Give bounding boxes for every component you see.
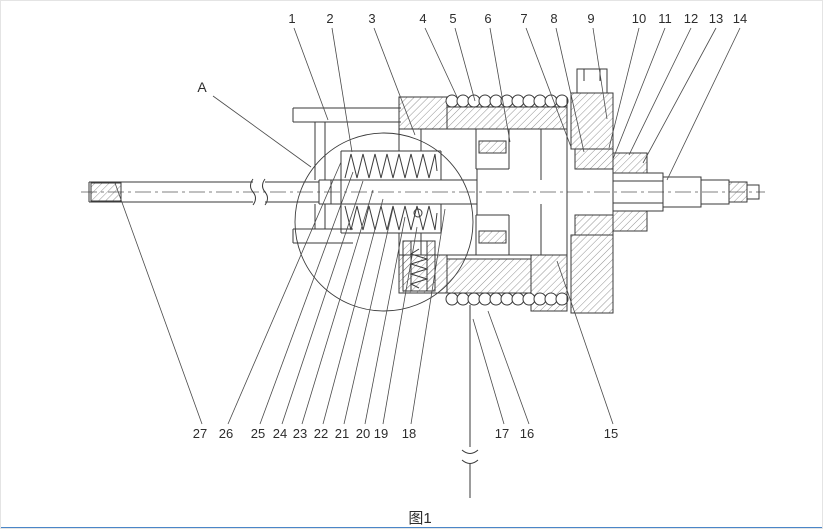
callout-14: 14 — [733, 11, 747, 26]
callout-26: 26 — [219, 426, 233, 441]
winding-coils-bottom — [445, 292, 569, 306]
callout-24: 24 — [273, 426, 287, 441]
callout-10: 10 — [632, 11, 646, 26]
callout-21: 21 — [335, 426, 349, 441]
bore-upper — [340, 129, 542, 180]
figure-caption: 图1 — [408, 510, 431, 527]
left-shaft — [88, 178, 319, 206]
callout-27: 27 — [193, 426, 207, 441]
callout-22: 22 — [314, 426, 328, 441]
callout-9: 9 — [587, 11, 594, 26]
detail-view-label: A — [197, 79, 207, 95]
detail-circle-A — [294, 132, 474, 312]
callout-5: 5 — [449, 11, 456, 26]
callout-20: 20 — [356, 426, 370, 441]
callout-12: 12 — [684, 11, 698, 26]
right-shaft — [612, 152, 760, 232]
stator-upper — [398, 96, 568, 130]
end-flange — [570, 68, 614, 314]
winding-coils-top — [445, 94, 569, 108]
bore-lower — [340, 204, 542, 255]
callout-23: 23 — [293, 426, 307, 441]
spring-upper — [344, 153, 438, 179]
callout-18: 18 — [402, 426, 416, 441]
callout-4: 4 — [419, 11, 426, 26]
callout-2: 2 — [326, 11, 333, 26]
leader-lines — [114, 27, 741, 425]
callout-16: 16 — [520, 426, 534, 441]
drop-rod — [461, 305, 479, 498]
pin-detail — [413, 208, 423, 218]
callout-11: 11 — [658, 11, 672, 26]
callout-17: 17 — [495, 426, 509, 441]
footer-accent-bar — [1, 527, 822, 528]
callout-3: 3 — [368, 11, 375, 26]
shift-fork-and-rod — [292, 107, 401, 244]
callout-6: 6 — [484, 11, 491, 26]
spring-lower — [344, 205, 438, 231]
callout-15: 15 — [604, 426, 618, 441]
callout-19: 19 — [374, 426, 388, 441]
callout-13: 13 — [709, 11, 723, 26]
callouts-bottom: 27 26 25 24 23 22 21 20 19 18 17 16 15 — [193, 426, 618, 441]
callout-7: 7 — [520, 11, 527, 26]
assembly-linework — [88, 68, 760, 498]
callout-25: 25 — [251, 426, 265, 441]
callout-1: 1 — [288, 11, 295, 26]
inner-shaft — [318, 169, 478, 215]
callout-8: 8 — [550, 11, 557, 26]
callouts-top: 1 2 3 4 5 6 7 8 9 10 11 12 13 14 — [288, 11, 747, 26]
